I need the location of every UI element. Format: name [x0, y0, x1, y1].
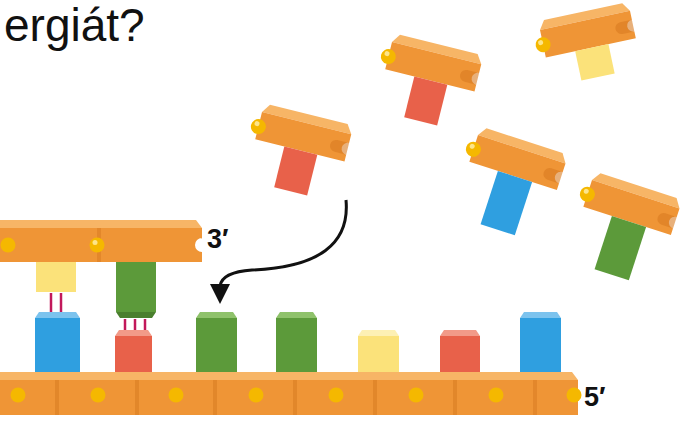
- strand-end-label: 5′: [584, 384, 606, 411]
- free-nucleotide: [531, 2, 642, 88]
- slide-title: ergiát?: [4, 2, 145, 48]
- insertion-arrow: [210, 200, 346, 304]
- free-nucleotide: [368, 31, 484, 132]
- template-strand: [0, 372, 582, 415]
- template-bases: [35, 312, 561, 372]
- phosphate-dots: [11, 388, 582, 403]
- hydrogen-bonds: [51, 293, 145, 330]
- strand-end-label: 3′: [207, 226, 229, 253]
- new-strand: [0, 220, 202, 318]
- free-nucleotide: [559, 169, 682, 288]
- free-nucleotide: [238, 101, 354, 202]
- free-nucleotide: [445, 124, 568, 243]
